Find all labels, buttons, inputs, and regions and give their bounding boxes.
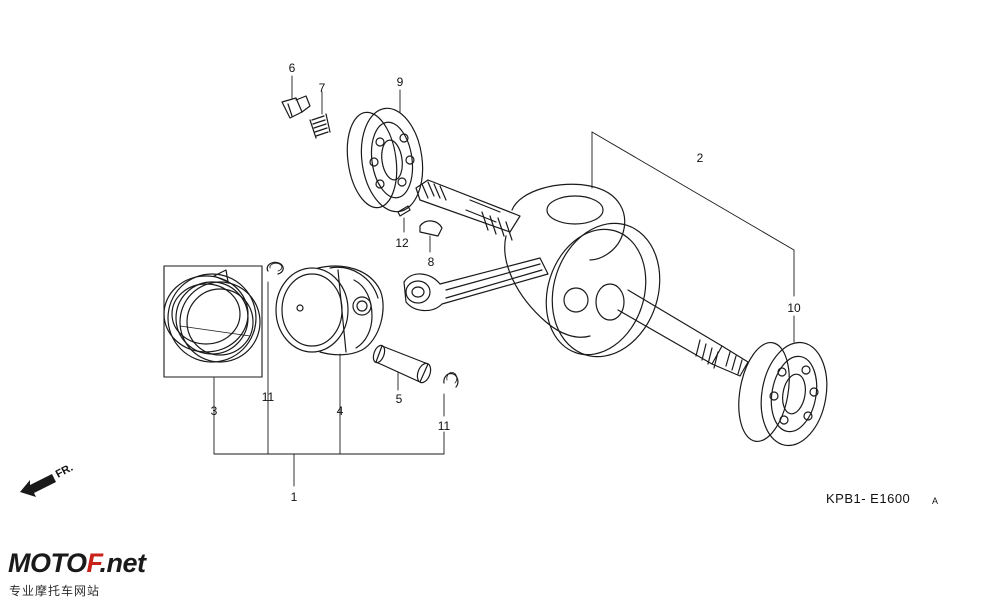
piston-ring-set: [163, 265, 263, 378]
drawing-code-suffix: A: [932, 496, 938, 506]
watermark-brand-suffix: .net: [99, 548, 147, 578]
bolt: [281, 95, 311, 119]
dowel-pin: [397, 205, 411, 217]
callout-12: 12: [395, 236, 409, 250]
piston-pin: [372, 344, 432, 384]
leader-lines: [213, 75, 795, 487]
left-bearing: [346, 107, 424, 213]
front-direction-arrow-icon: [20, 474, 56, 497]
callout-11-right: 11: [438, 419, 451, 433]
piston-pin-clip-left: [266, 261, 284, 275]
watermark-tagline: 专业摩托车网站: [9, 584, 101, 598]
woodruff-key: [419, 220, 443, 237]
callout-11-left: 11: [262, 390, 275, 404]
callout-7: 7: [319, 81, 326, 95]
callout-4: 4: [337, 404, 344, 418]
piston-pin-clip-right: [443, 372, 459, 388]
watermark-brand-prefix: MOTO: [8, 548, 87, 578]
drawing-code: KPB1- E1600: [826, 491, 910, 506]
spring: [309, 113, 331, 139]
watermark-logo: MOTOF.net: [8, 548, 146, 579]
callout-3: 3: [211, 404, 218, 418]
callout-5: 5: [396, 392, 403, 406]
crankshaft: [403, 179, 749, 377]
callout-2: 2: [697, 151, 704, 165]
callout-8: 8: [428, 255, 435, 269]
callout-1: 1: [291, 490, 298, 504]
callout-6: 6: [289, 61, 296, 75]
callout-labels: 1 2 3 4 5 6 7 8 9 10 11 11 12: [211, 61, 801, 504]
callout-10: 10: [787, 301, 801, 315]
piston: [275, 265, 384, 356]
watermark-brand-accent: F: [86, 548, 101, 578]
right-bearing: [738, 341, 828, 447]
direction-marker-label: FR.: [54, 462, 75, 481]
callout-9: 9: [397, 75, 404, 89]
